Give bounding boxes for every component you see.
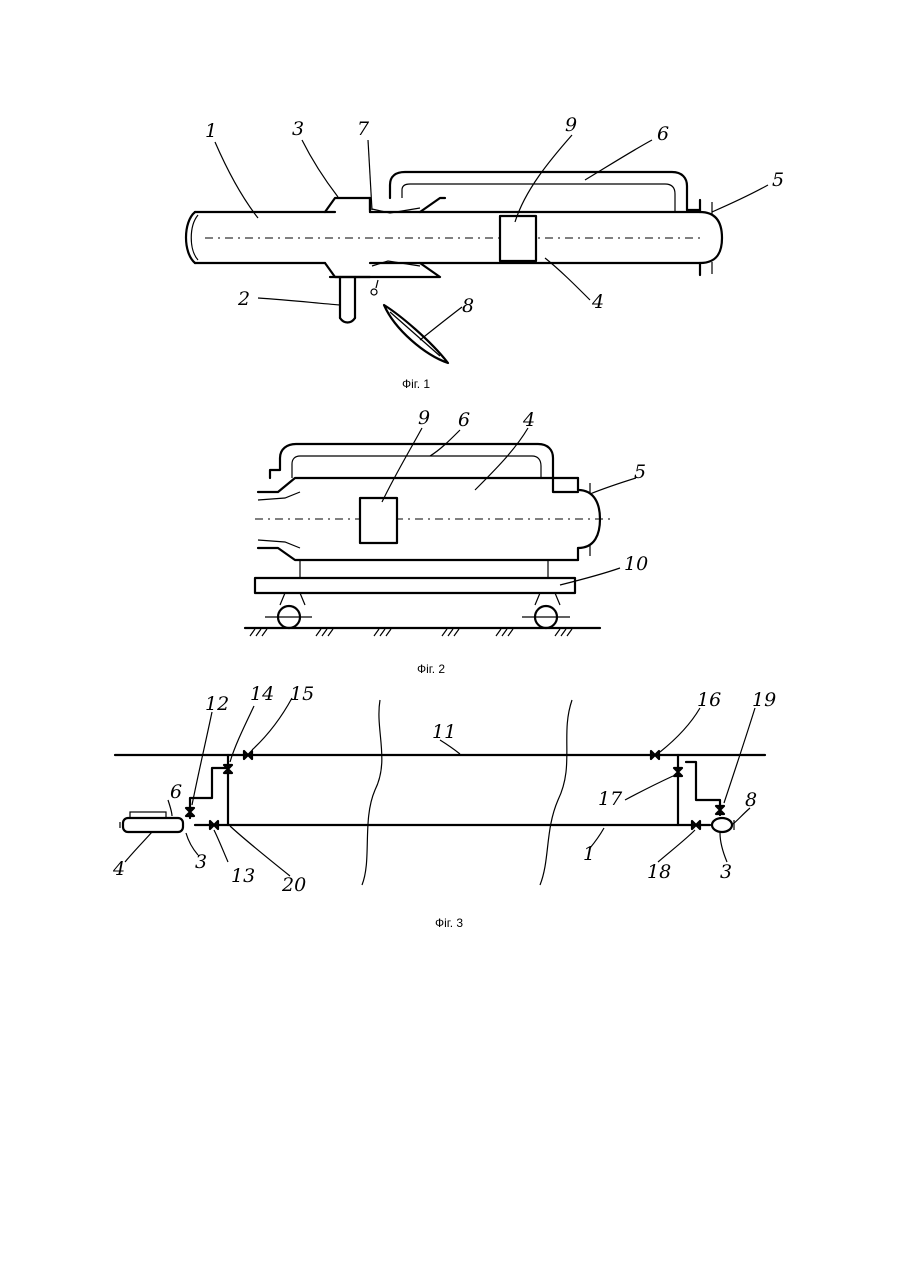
fig3-label-17: 17	[598, 788, 623, 810]
pipe-1	[186, 212, 335, 263]
fig1-label-3: 3	[292, 118, 304, 140]
figure-3: 12 14 15 11 16 19 17 6 8 1 4 3 13 20 18 …	[112, 683, 776, 930]
fig2-label-5: 5	[634, 461, 646, 483]
fig1-label-7: 7	[357, 118, 370, 140]
fig1-label-1: 1	[205, 120, 217, 142]
fig3-label-13: 13	[231, 865, 255, 887]
bypass-pipe-6-side	[270, 444, 578, 492]
sensor-window-9-side	[360, 498, 397, 543]
fig3-label-1: 1	[583, 843, 595, 865]
fig3-label-3-right: 3	[720, 861, 732, 883]
fig3-caption: Фіг. 3	[435, 916, 463, 930]
fig3-label-18: 18	[647, 861, 671, 883]
fig3-label-4: 4	[112, 858, 125, 880]
fig2-label-10: 10	[624, 553, 648, 575]
fig3-label-20: 20	[281, 874, 306, 896]
fig3-label-12: 12	[205, 693, 229, 715]
fig3-label-8: 8	[745, 789, 757, 811]
ground	[245, 628, 600, 636]
fig1-label-5: 5	[772, 169, 784, 191]
fig3-label-6: 6	[170, 781, 182, 803]
fig3-label-14: 14	[250, 683, 274, 705]
outlet-2	[340, 277, 355, 323]
fig3-label-15: 15	[290, 683, 314, 705]
fig3-label-19: 19	[752, 689, 776, 711]
fig2-label-9: 9	[418, 407, 430, 429]
fig1-label-4: 4	[591, 291, 604, 313]
blade-8	[371, 280, 448, 363]
fig1-label-9: 9	[565, 114, 577, 136]
fig2-label-6: 6	[458, 409, 470, 431]
fig1-label-2: 2	[237, 288, 250, 310]
device-4-left	[120, 812, 183, 832]
left-branch	[186, 751, 252, 829]
fig2-label-4: 4	[522, 409, 535, 431]
right-branch	[651, 751, 734, 832]
device-3-right	[712, 818, 732, 832]
fig1-caption: Фіг. 1	[402, 377, 430, 391]
fig3-label-3-left: 3	[195, 851, 207, 873]
fig1-leaders	[215, 135, 768, 340]
fig2-caption: Фіг. 2	[417, 662, 445, 676]
figure-1: 1 3 7 9 6 5 4 2 8 Фіг. 1	[186, 114, 784, 391]
sensor-window-9	[500, 216, 536, 261]
fig1-label-8: 8	[462, 295, 474, 317]
cart-10	[255, 560, 575, 628]
figure-2: 9 6 4 5 10 Фіг. 2	[245, 407, 648, 676]
break-mark-left	[362, 700, 382, 885]
fig1-label-6: 6	[657, 123, 669, 145]
fig3-label-11: 11	[432, 721, 456, 743]
fig3-label-16: 16	[697, 689, 721, 711]
break-mark-right	[540, 700, 572, 885]
bypass-pipe-6	[390, 172, 700, 212]
